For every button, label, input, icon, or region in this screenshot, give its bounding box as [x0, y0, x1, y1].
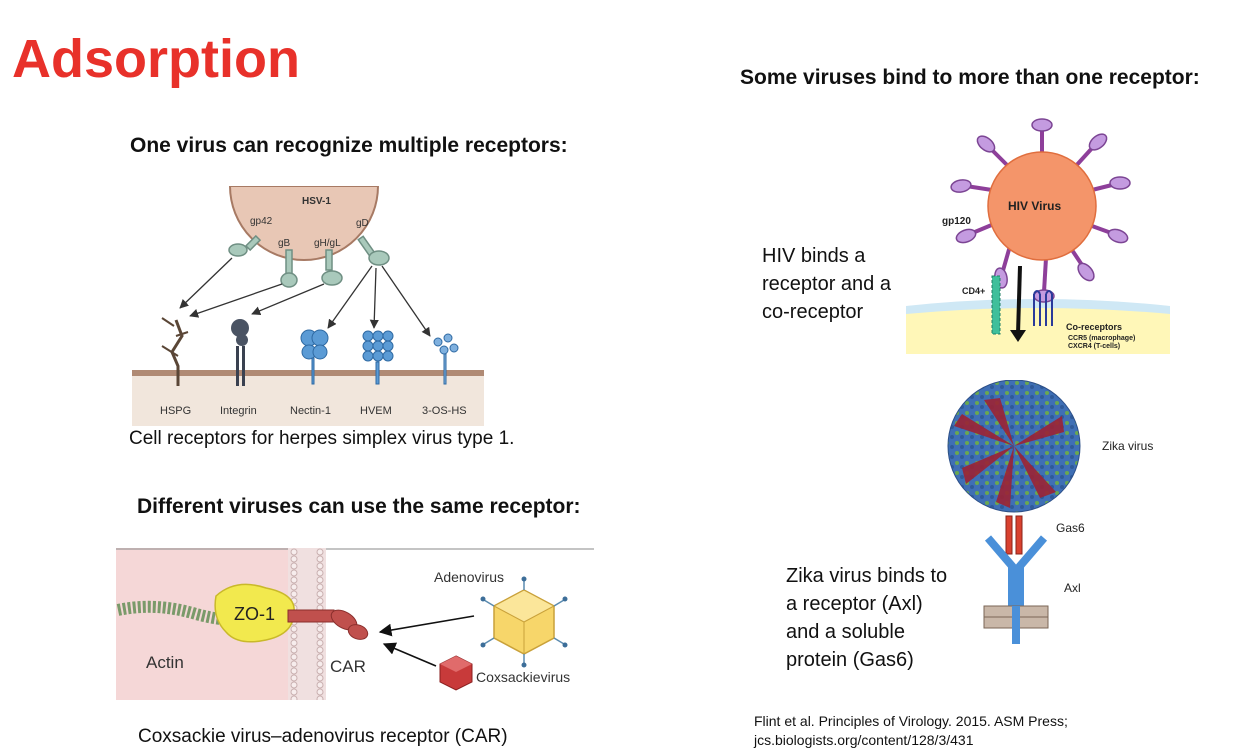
hiv-text-line-1: HIV binds a [762, 245, 866, 267]
coxsackievirus-particle [439, 655, 473, 691]
axl-receptor [984, 535, 1048, 606]
car-diagram: ZO-1 Actin CAR Adenovirus Coxsackievirus [116, 548, 594, 700]
ccr5-label: CCR5 (macrophage) [1068, 335, 1135, 342]
heading-more-than-one-receptor: Some viruses bind to more than one recep… [740, 66, 1200, 89]
gas6-label: Gas6 [1056, 521, 1085, 535]
car-label: CAR [330, 657, 366, 676]
gas6-protein [1005, 515, 1013, 555]
hsv-receptor-diagram: HSV-1 gp42 gB gH/gL gD [132, 186, 484, 426]
zika-text-line-2: a receptor (Axl) [786, 593, 923, 615]
hsv-label: HSV-1 [302, 196, 331, 207]
hiv-text-line-3: co-receptor [762, 301, 864, 323]
hspg-label: HSPG [160, 405, 191, 417]
hiv-virion [987, 151, 1097, 261]
zika-description: Zika virus binds to a receptor (Axl) and… [786, 562, 947, 674]
gp42-label: gp42 [250, 216, 273, 227]
references: Flint et al. Principles of Virology. 201… [754, 712, 1068, 750]
cd4-label: CD4+ [962, 286, 985, 296]
zika-text-line-1: Zika virus binds to [786, 565, 948, 587]
co-receptors [1033, 290, 1053, 326]
adenovirus-particle [480, 576, 568, 668]
gd-label: gD [356, 218, 369, 229]
heading-multiple-receptors: One virus can recognize multiple recepto… [130, 134, 568, 157]
reference-line-1: Flint et al. Principles of Virology. 201… [754, 713, 1068, 729]
zo-1-label: ZO-1 [234, 604, 275, 624]
zika-diagram: Zika virus Gas6 Axl [947, 380, 1153, 644]
zika-text-line-3: and a soluble [786, 621, 905, 643]
cell-membrane [132, 370, 484, 376]
co-receptors-label: Co-receptors [1066, 322, 1122, 332]
zo-1-protein [214, 583, 295, 643]
cxcr4-label: CXCR4 (T-cells) [1068, 343, 1120, 350]
actin-label: Actin [146, 653, 184, 672]
3-os-hs-label: 3-OS-HS [422, 405, 467, 417]
zika-text-line-4: protein (Gas6) [786, 649, 914, 671]
heading-same-receptor: Different viruses can use the same recep… [137, 495, 581, 518]
hsv-virion [228, 186, 380, 261]
adenovirus-label: Adenovirus [434, 569, 504, 585]
hiv-virus-label: HIV Virus [1008, 199, 1061, 213]
reference-line-2: jcs.biologists.org/content/128/3/431 [754, 732, 974, 748]
gb-label: gB [278, 238, 291, 249]
3-os-hs-receptor [433, 333, 459, 385]
hiv-description: HIV binds a receptor and a co-receptor [762, 242, 891, 326]
nectin-1-receptor [300, 329, 329, 385]
host-cell-membrane [906, 299, 1170, 316]
integrin-label: Integrin [220, 405, 257, 417]
hiv-text-line-2: receptor and a [762, 273, 891, 295]
nectin-1-label: Nectin-1 [290, 405, 331, 417]
car-receptor [287, 609, 335, 623]
coxsackievirus-label: Coxsackievirus [476, 669, 570, 685]
ghgl-label: gH/gL [314, 238, 341, 249]
hvem-receptor [362, 330, 394, 385]
zika-virus-label: Zika virus [1102, 439, 1153, 453]
hvem-label: HVEM [360, 405, 392, 417]
hiv-diagram: HIV Virus gp120 CD4+ Co-receptors CCR5 (… [906, 118, 1170, 354]
integrin-receptor [231, 319, 249, 386]
axl-label: Axl [1064, 581, 1081, 595]
caption-car: Coxsackie virus–adenovirus receptor (CAR… [138, 726, 508, 747]
slide-title: Adsorption [12, 29, 300, 89]
caption-hsv: Cell receptors for herpes simplex virus … [129, 428, 515, 449]
cd4-receptor [991, 275, 1001, 335]
gp120-label: gp120 [942, 216, 971, 227]
